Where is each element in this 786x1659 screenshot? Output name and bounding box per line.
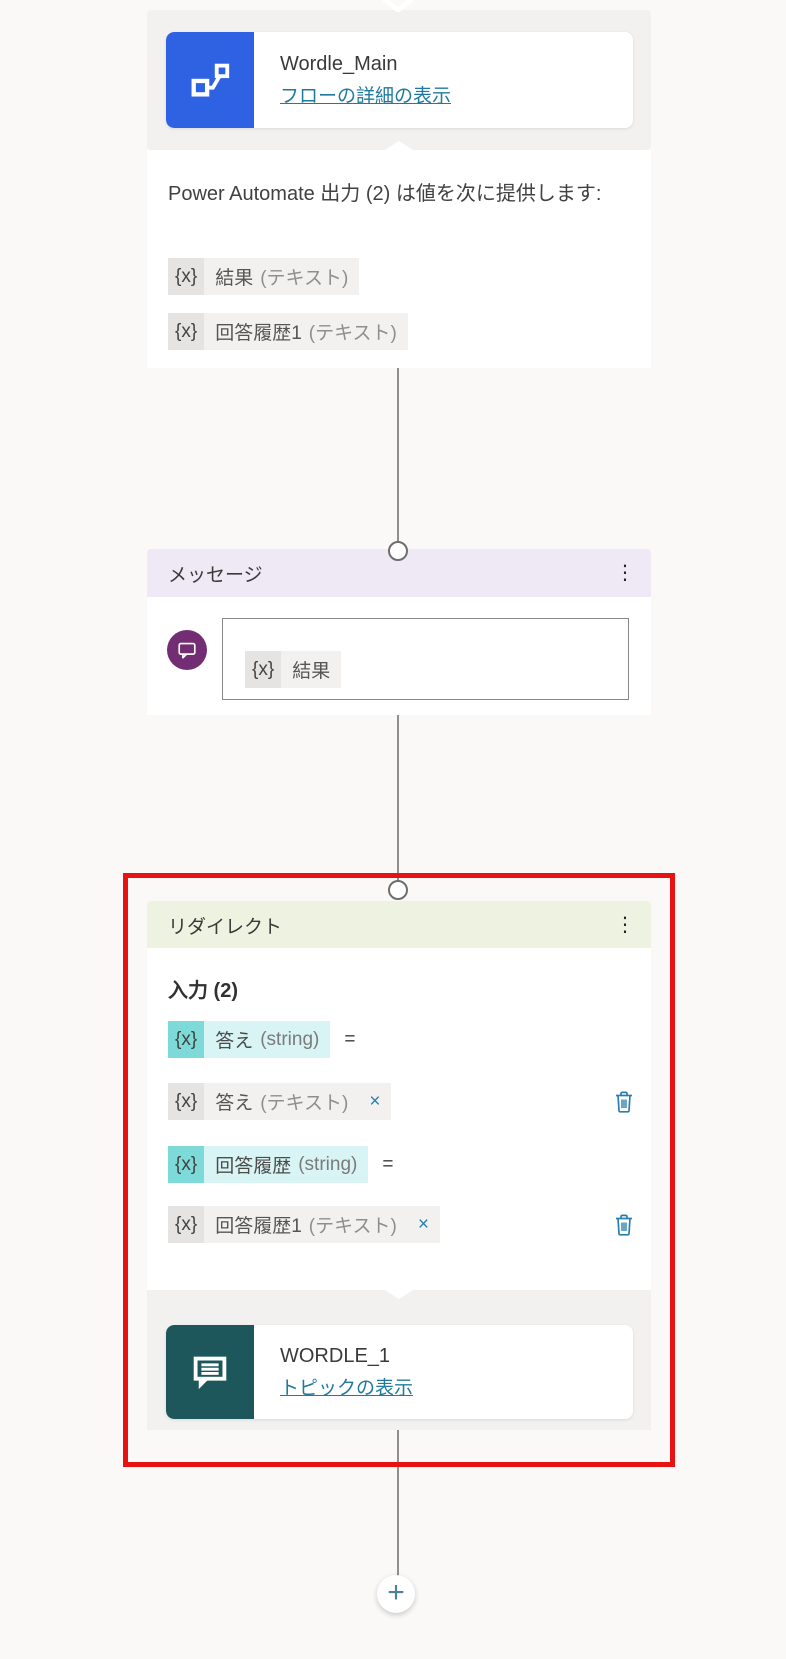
topic-details-link[interactable]: トピックの表示 — [280, 1377, 414, 1399]
assignment-target-row: {x} 答え (string) = — [168, 1021, 636, 1058]
equals-sign: = — [344, 1028, 356, 1050]
connector-line — [397, 1430, 399, 1576]
variable-name: 答え — [215, 1093, 254, 1114]
message-node-header[interactable]: メッセージ ⋮ — [147, 549, 651, 597]
equals-sign: = — [382, 1153, 394, 1175]
message-bubble-icon — [167, 630, 207, 670]
flow-outputs-section: Power Automate 出力 (2) は値を次に提供します: {x} 結果… — [147, 141, 651, 368]
flow-card: Wordle_Main フローの詳細の表示 — [166, 32, 633, 128]
topic-card: WORDLE_1 トピックの表示 — [166, 1325, 633, 1419]
variable-type: (テキスト) — [260, 1093, 349, 1114]
variable-type: (string) — [260, 1028, 320, 1050]
more-menu-icon[interactable]: ⋮ — [615, 914, 635, 936]
connector-port-circle — [388, 880, 408, 900]
outputs-description: Power Automate 出力 (2) は値を次に提供します: — [168, 183, 602, 205]
target-variable-chip[interactable]: {x} 答え (string) — [168, 1021, 331, 1058]
collapse-chevron-icon[interactable] — [382, 0, 414, 12]
variable-type: (テキスト) — [308, 323, 397, 344]
redirect-node-title: リダイレクト — [168, 916, 283, 938]
section-notch — [385, 1290, 413, 1299]
variable-name: 回答履歴1 — [215, 1216, 302, 1237]
variable-name: 結果 — [215, 268, 254, 289]
output-variable-chip[interactable]: {x} 結果 (テキスト) — [168, 258, 360, 295]
redirect-node-highlighted: リダイレクト ⋮ 入力 (2) {x} 答え (string) = {x} 答え… — [123, 873, 675, 1467]
flow-details-link[interactable]: フローの詳細の表示 — [280, 85, 452, 107]
variable-prefix: {x} — [168, 258, 205, 295]
flow-node-container: Wordle_Main フローの詳細の表示 — [147, 10, 651, 150]
topic-card-texts: WORDLE_1 トピックの表示 — [254, 1325, 413, 1419]
variable-name: 回答履歴 — [215, 1156, 292, 1177]
output-variable-chip[interactable]: {x} 回答履歴1 (テキスト) — [168, 313, 408, 350]
section-notch — [385, 141, 413, 150]
assignment-value-row: {x} 答え (テキスト) × — [168, 1083, 636, 1120]
message-variable-chip[interactable]: {x} 結果 — [245, 651, 342, 688]
message-node-body: {x} 結果 — [147, 597, 651, 715]
connector-line — [397, 368, 399, 541]
delete-assignment-button[interactable] — [612, 1089, 636, 1115]
plus-icon: + — [387, 1575, 405, 1609]
more-menu-icon[interactable]: ⋮ — [615, 562, 635, 584]
variable-prefix: {x} — [168, 313, 205, 350]
value-variable-chip[interactable]: {x} 答え (テキスト) × — [168, 1083, 392, 1120]
variable-prefix: {x} — [168, 1146, 205, 1183]
variable-name: 結果 — [292, 661, 331, 682]
variable-prefix: {x} — [168, 1021, 205, 1058]
remove-value-icon[interactable]: × — [417, 1213, 429, 1235]
variable-prefix: {x} — [168, 1206, 205, 1243]
assignment-value-row: {x} 回答履歴1 (テキスト) × — [168, 1206, 636, 1243]
redirect-node-body: 入力 (2) {x} 答え (string) = {x} 答え (テキスト) × — [147, 948, 651, 1290]
message-text-input[interactable]: {x} 結果 — [222, 618, 629, 700]
power-automate-flow-icon — [166, 32, 254, 128]
variable-type: (テキスト) — [308, 1216, 397, 1237]
message-node-title: メッセージ — [168, 564, 263, 586]
variable-type: (string) — [298, 1153, 358, 1175]
flow-title: Wordle_Main — [280, 52, 398, 75]
flow-card-texts: Wordle_Main フローの詳細の表示 — [254, 32, 451, 128]
delete-assignment-button[interactable] — [612, 1212, 636, 1238]
variable-prefix: {x} — [245, 651, 282, 688]
topic-node-container: WORDLE_1 トピックの表示 — [147, 1290, 651, 1430]
value-variable-chip[interactable]: {x} 回答履歴1 (テキスト) × — [168, 1206, 440, 1243]
remove-value-icon[interactable]: × — [369, 1090, 381, 1112]
redirect-node-header[interactable]: リダイレクト ⋮ — [147, 901, 651, 949]
variable-prefix: {x} — [168, 1083, 205, 1120]
variable-name: 答え — [215, 1031, 254, 1052]
assignment-target-row: {x} 回答履歴 (string) = — [168, 1146, 636, 1183]
target-variable-chip[interactable]: {x} 回答履歴 (string) — [168, 1146, 369, 1183]
variable-type: (テキスト) — [260, 268, 349, 289]
connector-port-circle — [388, 541, 408, 561]
add-node-button[interactable]: + — [377, 1575, 415, 1613]
topic-title: WORDLE_1 — [280, 1344, 391, 1367]
topic-icon — [166, 1325, 254, 1419]
inputs-label: 入力 (2) — [168, 980, 238, 1002]
connector-line — [397, 715, 399, 881]
variable-name: 回答履歴1 — [215, 323, 302, 344]
